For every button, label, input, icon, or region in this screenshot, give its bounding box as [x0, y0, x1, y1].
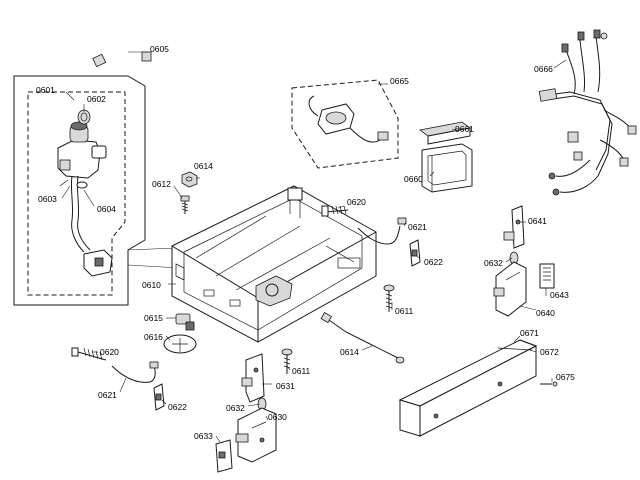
label-0621-upper: 0621 [408, 222, 427, 232]
callout-box-0601 [13, 75, 181, 306]
label-0661: 0661 [455, 124, 474, 134]
screw-part-0612 [180, 195, 190, 214]
label-0631: 0631 [276, 381, 295, 391]
label-0604: 0604 [97, 204, 116, 214]
label-0614-lower: 0614 [340, 347, 359, 357]
label-0665: 0665 [390, 76, 409, 86]
base-tub-part [171, 185, 377, 343]
label-0621-lower: 0621 [98, 390, 117, 400]
sensor-wire-part-0621-lower [111, 361, 159, 383]
clip-part-0622-upper [409, 239, 421, 267]
spring-part-0620-lower [71, 347, 107, 361]
label-0611-right: 0611 [395, 306, 414, 316]
leader-lines [61, 51, 567, 443]
hinge-arm-part-0630 [235, 407, 277, 463]
label-0660: 0660 [404, 174, 423, 184]
hinge-arm-part-0640 [493, 261, 527, 317]
label-0643: 0643 [550, 290, 569, 300]
dispenser-lid-part-0661 [419, 121, 471, 145]
bracket-part-0633 [215, 439, 233, 473]
part-0615 [175, 313, 195, 331]
label-0620-lower: 0620 [100, 347, 119, 357]
label-0622-lower: 0622 [168, 402, 187, 412]
label-0605: 0605 [150, 44, 169, 54]
label-0602: 0602 [87, 94, 106, 104]
label-0633: 0633 [194, 431, 213, 441]
screw-part-0611-center [281, 348, 293, 374]
label-0632-center: 0632 [226, 403, 245, 413]
label-0640: 0640 [536, 308, 555, 318]
part-labels: 0605 0601 0602 0603 0604 0610 0614 0612 … [36, 44, 575, 441]
label-0616: 0616 [144, 332, 163, 342]
wire-part-0614-lower [320, 311, 405, 364]
label-0632-right: 0632 [484, 258, 503, 268]
label-0672: 0672 [540, 347, 559, 357]
inlet-hose-part [92, 48, 152, 68]
label-0611-center: 0611 [292, 366, 311, 376]
label-0612: 0612 [152, 179, 171, 189]
label-0666: 0666 [534, 64, 553, 74]
dispenser-body-part-0660 [421, 143, 473, 193]
label-0603: 0603 [38, 194, 57, 204]
nut-part-0614 [181, 171, 198, 188]
disc-part-0616 [163, 334, 197, 354]
label-0601: 0601 [36, 85, 55, 95]
wiring-harness-part-0666 [538, 29, 637, 196]
kick-plate-strip-part-0672 [497, 339, 537, 351]
label-0622-upper: 0622 [424, 257, 443, 267]
sensor-wire-part-0621-upper [357, 217, 407, 245]
filter-ring-part [77, 109, 91, 125]
label-0620-upper: 0620 [347, 197, 366, 207]
screw-part-0611-right [383, 284, 395, 312]
label-0615: 0615 [144, 313, 163, 323]
label-0671: 0671 [520, 328, 539, 338]
label-0614-upper: 0614 [194, 161, 213, 171]
hinge-bracket-part-0631 [241, 353, 265, 403]
spring-part-0620-upper [321, 205, 349, 217]
label-0610: 0610 [142, 280, 161, 290]
label-0630: 0630 [268, 412, 287, 422]
hinge-bracket-part-0641 [503, 205, 525, 249]
label-0641: 0641 [528, 216, 547, 226]
clamp-part-0603 [76, 181, 88, 189]
label-0675: 0675 [556, 372, 575, 382]
clip-part-0622-lower [153, 383, 165, 411]
pressure-switch-group-0665 [291, 79, 399, 169]
latch-part-0643 [539, 263, 555, 289]
screw-part-0675 [540, 381, 558, 387]
kick-plate-part-0671 [398, 339, 538, 437]
water-valve-part [57, 121, 113, 277]
